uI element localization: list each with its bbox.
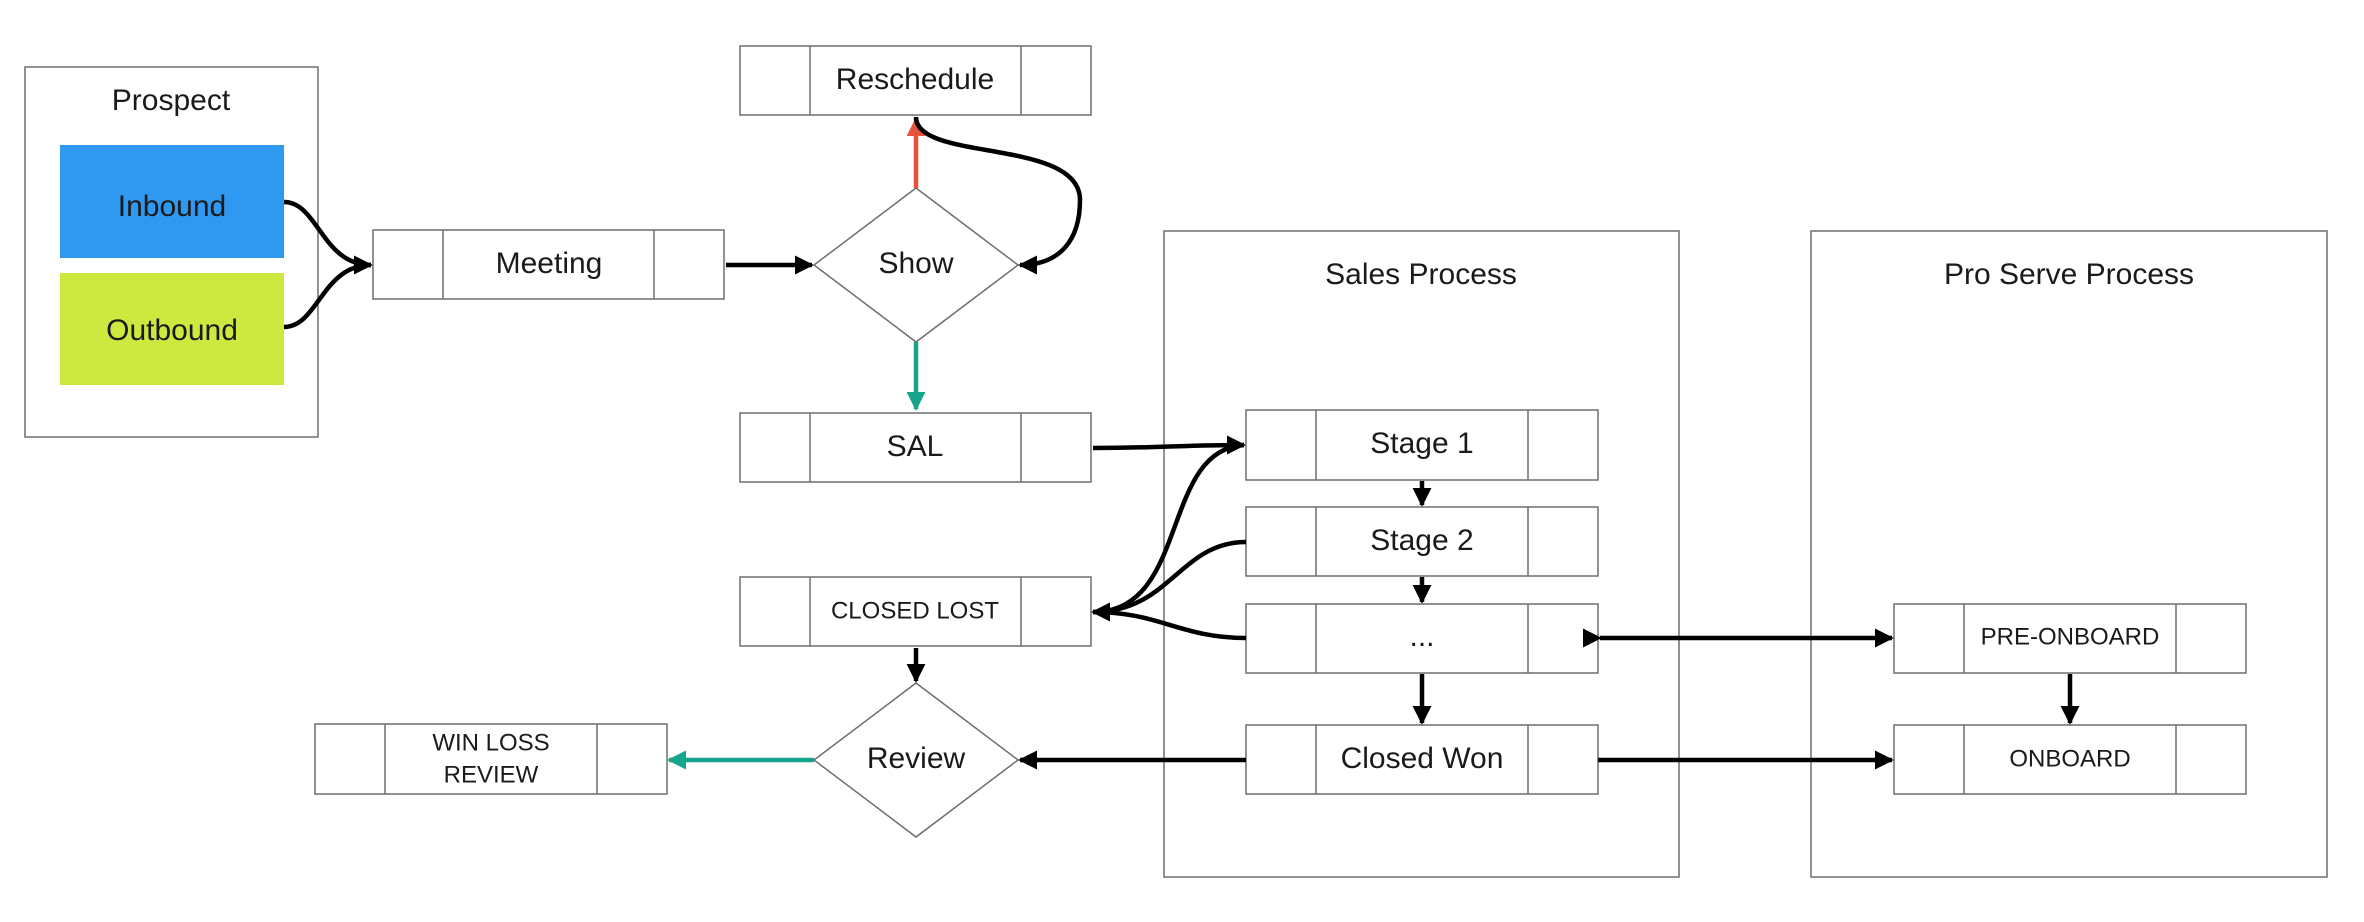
stage-2-label: Stage 2	[1370, 524, 1473, 557]
sal-box[interactable]: SAL	[739, 412, 1092, 483]
stage-1-to-closed-lost-connector	[1092, 442, 1245, 615]
win-loss-review-box[interactable]: WIN LOSS REVIEW	[314, 723, 668, 795]
ellipsis-stage-label: ...	[1409, 620, 1434, 653]
reschedule-to-show-loop-arrow	[913, 116, 1083, 275]
outbound-to-meeting-arrow	[283, 262, 372, 330]
show-label: Show	[878, 247, 953, 280]
stage-2-box[interactable]: Stage 2	[1245, 506, 1599, 577]
show-diamond[interactable]: Show	[812, 187, 1020, 343]
closed-won-label: Closed Won	[1341, 742, 1504, 775]
review-label: Review	[867, 742, 966, 775]
closed-lost-label: CLOSED LOST	[831, 597, 999, 624]
outbound-label: Outbound	[106, 314, 238, 347]
pre-onboard-box[interactable]: PRE-ONBOARD	[1893, 603, 2247, 674]
reschedule-label: Reschedule	[836, 63, 994, 96]
sal-to-stage-1-arrow	[1092, 435, 1246, 455]
inbound-box[interactable]: Inbound	[60, 145, 284, 258]
stage-2-to-closed-lost-connector	[1092, 539, 1247, 615]
reschedule-box[interactable]: Reschedule	[739, 45, 1092, 116]
sal-label: SAL	[887, 430, 944, 463]
sales-process-title: Sales Process	[1325, 258, 1517, 291]
ellipsis-to-closed-lost-arrow	[1091, 602, 1247, 641]
onboard-label: ONBOARD	[2009, 745, 2130, 772]
review-diamond[interactable]: Review	[812, 682, 1020, 838]
inbound-label: Inbound	[118, 190, 226, 223]
stage-1-label: Stage 1	[1370, 427, 1473, 460]
win-loss-review-label-line1: WIN LOSS	[432, 729, 549, 756]
inbound-to-meeting-arrow	[283, 199, 373, 275]
ellipsis-stage-box[interactable]: ...	[1245, 603, 1599, 674]
meeting-label: Meeting	[496, 247, 603, 280]
pre-onboard-label: PRE-ONBOARD	[1981, 623, 2160, 650]
onboard-box[interactable]: ONBOARD	[1893, 724, 2247, 795]
pro-serve-process-title: Pro Serve Process	[1944, 258, 2194, 291]
outbound-box[interactable]: Outbound	[60, 273, 284, 385]
closed-lost-box[interactable]: CLOSED LOST	[739, 576, 1092, 647]
meeting-box[interactable]: Meeting	[372, 229, 725, 300]
prospect-title: Prospect	[112, 84, 231, 117]
stage-1-box[interactable]: Stage 1	[1245, 409, 1599, 481]
win-loss-review-label-line2: REVIEW	[444, 761, 539, 788]
closed-won-box[interactable]: Closed Won	[1245, 724, 1599, 795]
